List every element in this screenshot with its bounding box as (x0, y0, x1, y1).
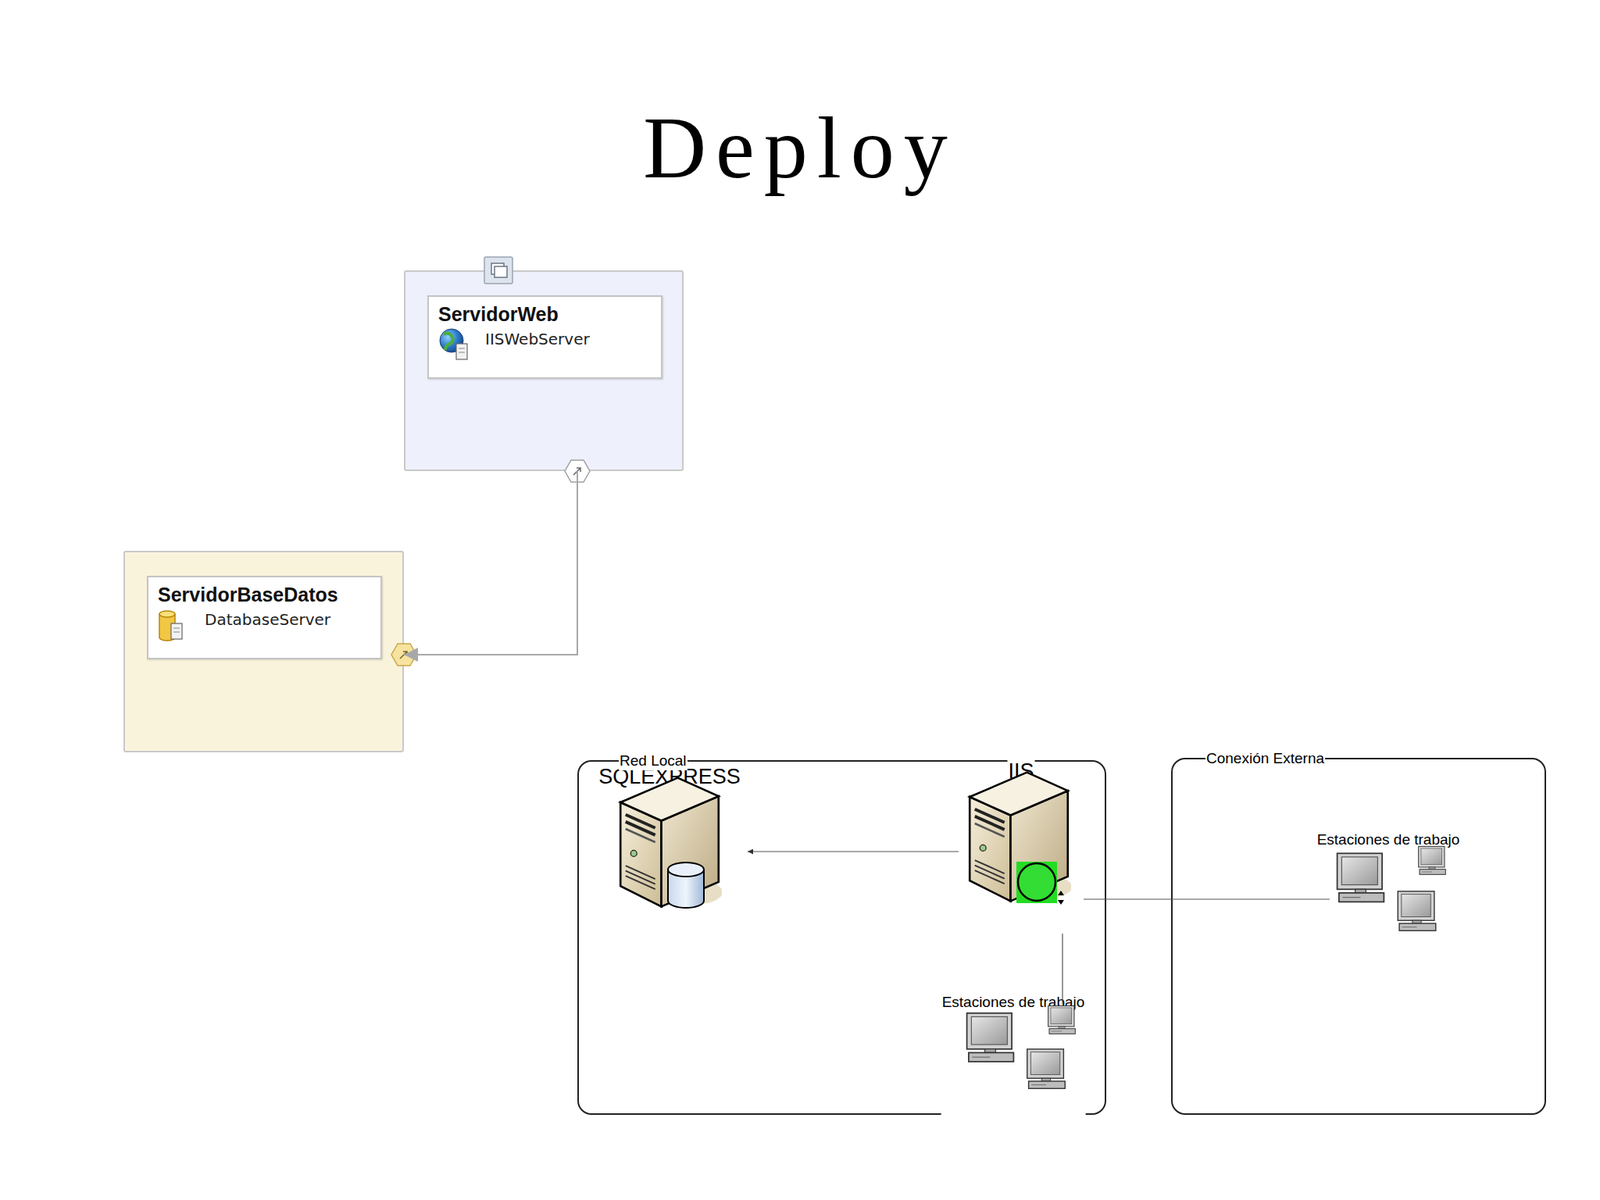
device-label: Estaciones de trabajo (941, 993, 1086, 1115)
device-label: SQLEXPRESS (597, 764, 742, 940)
node-inner-box: ServidorWebIISWebServer (427, 295, 663, 379)
workstation-group: Estaciones de trabajo (942, 1003, 1084, 1115)
database-server-node: ServidorBaseDatosDatabaseServer (123, 550, 404, 753)
node-type-label: IISWebServer (485, 329, 590, 349)
node-type-label: DatabaseServer (204, 610, 331, 629)
node-heading: ServidorWeb (438, 303, 559, 326)
workstation-group: Estaciones de trabajo (1329, 841, 1447, 959)
connector-line (403, 471, 578, 655)
web-server-node: ServidorWebIISWebServer (403, 270, 684, 472)
network-zone: SQLEXPRESSIISEstaciones de trabajoRed Lo… (577, 760, 1107, 1115)
connector-line (1083, 898, 1330, 900)
server-node: SQLEXPRESS (591, 775, 748, 940)
page-title: Deploy (0, 100, 1600, 197)
connector-line (747, 850, 959, 852)
zone-title: Red Local (618, 751, 688, 771)
zone-title: Conexión Externa (1205, 749, 1325, 768)
network-zone: Estaciones de trabajoConexión Externa (1171, 757, 1547, 1115)
server-node: IIS (958, 769, 1084, 934)
node-inner-box: ServidorBaseDatosDatabaseServer (146, 575, 383, 660)
device-label: IIS (1007, 759, 1035, 934)
device-label: Estaciones de trabajo (1316, 831, 1461, 959)
connector-line (1061, 933, 1063, 1004)
node-heading: ServidorBaseDatos (157, 583, 339, 607)
